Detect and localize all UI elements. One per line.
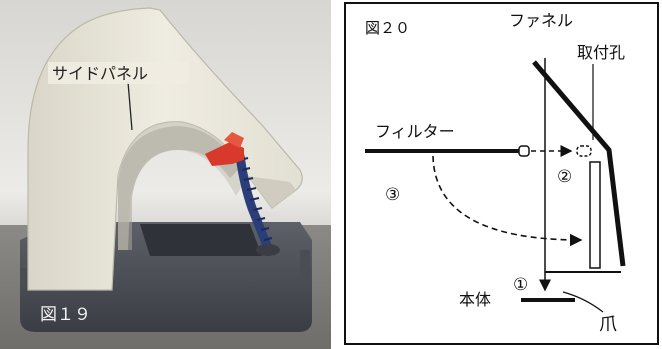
main-body-label: 本体 xyxy=(459,290,491,309)
figure-20-diagram: 図２０ ファネル 取付孔 フィルター ② ③ ① 本体 xyxy=(341,0,662,349)
filter-tip xyxy=(518,145,530,157)
claw-leader xyxy=(562,291,604,313)
red-nozzle xyxy=(205,132,244,166)
step-2-marker: ② xyxy=(557,167,572,187)
claw-label: 爪 xyxy=(599,314,617,335)
funnel-outer-panel xyxy=(532,60,626,267)
figure-20-label: 図２０ xyxy=(365,19,410,37)
side-panel-label: サイドパネル xyxy=(52,64,148,83)
step-1-marker: ① xyxy=(513,275,528,295)
side-post xyxy=(589,161,601,269)
side-panel-callout-line xyxy=(127,81,133,131)
figure-19-photo: サイドパネル 図１９ xyxy=(0,0,331,349)
filter-label: フィルター xyxy=(375,122,455,141)
funnel-label: ファネル xyxy=(509,11,573,30)
blue-flexible-hose xyxy=(235,151,280,256)
mounting-hole xyxy=(576,145,592,157)
figure-19-label: 図１９ xyxy=(40,305,91,325)
step-3-marker: ③ xyxy=(385,185,400,205)
mounting-hole-label: 取付孔 xyxy=(577,43,625,62)
diagram-border xyxy=(344,2,659,345)
